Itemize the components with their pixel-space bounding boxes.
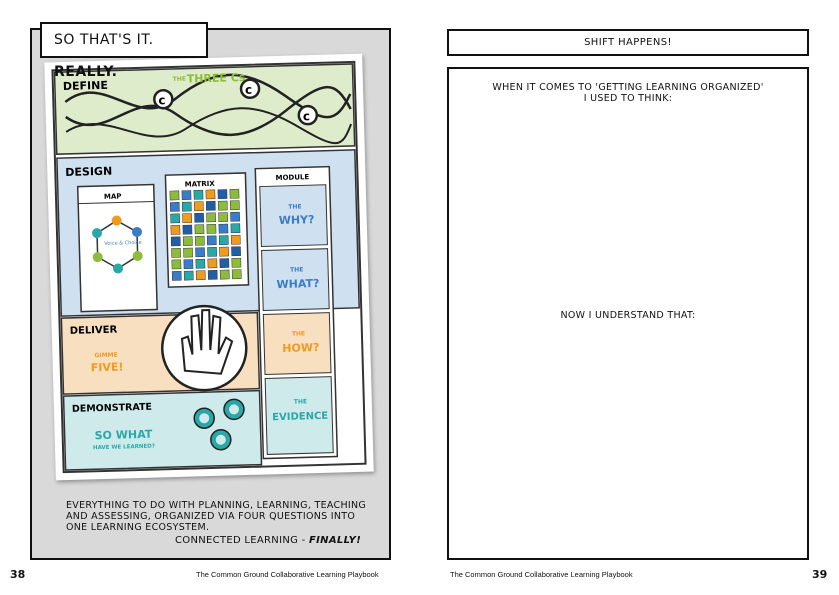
matrix-cell xyxy=(171,271,182,281)
matrix-cell xyxy=(195,247,205,258)
matrix-cell xyxy=(169,190,180,201)
matrix-cell xyxy=(231,269,242,280)
define-label: DEFINE xyxy=(63,79,108,93)
matrix-cell xyxy=(205,201,216,211)
matrix-cell xyxy=(195,270,206,281)
matrix-cell xyxy=(231,246,241,257)
deliver-label: DELIVER xyxy=(70,325,118,337)
matrix-cell xyxy=(171,248,181,258)
page-title: SO THAT'S IT. REALLY. xyxy=(40,22,208,80)
matrix-cell xyxy=(217,200,228,211)
matrix-cell xyxy=(205,189,216,200)
matrix-grid xyxy=(169,188,242,281)
matrix-cell xyxy=(194,235,205,246)
matrix-cell xyxy=(206,212,216,223)
title-prefix: SO THAT'S IT. xyxy=(54,32,154,48)
gimme-small: GIMME xyxy=(94,352,117,360)
prompt-1-line2: I USED TO THINK: xyxy=(583,93,673,104)
poster-illustration: c c c DEFINE THE THREE Cs DESIGN MAP Voi… xyxy=(51,60,367,474)
matrix-cell xyxy=(183,270,194,281)
matrix-cell xyxy=(207,270,218,280)
three-cs-title: THREE Cs xyxy=(187,71,246,86)
tagline: CONNECTED LEARNING - FINALLY! xyxy=(175,535,361,546)
three-cs-small: THE xyxy=(173,76,186,83)
matrix-cell xyxy=(206,235,217,246)
matrix-cell xyxy=(217,189,228,199)
title-emphasis: REALLY. xyxy=(54,64,118,80)
matrix-cell xyxy=(206,224,217,234)
matrix-cell xyxy=(183,259,194,269)
matrix-cell xyxy=(183,247,193,258)
matrix-cell xyxy=(182,224,193,235)
left-page-number: 38 xyxy=(10,568,26,581)
matrix-cell xyxy=(207,247,217,257)
matrix-cell xyxy=(230,211,240,222)
matrix-cell xyxy=(229,200,240,211)
tagline-prefix: CONNECTED LEARNING - xyxy=(175,535,306,546)
what-label: WHAT? xyxy=(276,277,319,291)
evidence-small: THE xyxy=(294,398,307,405)
matrix-cell xyxy=(207,258,218,269)
matrix-cell xyxy=(170,236,181,247)
matrix-cell xyxy=(230,234,241,245)
left-footer: The Common Ground Collaborative Learning… xyxy=(196,570,379,579)
how-label: HOW? xyxy=(282,341,319,355)
matrix-cell xyxy=(181,190,192,200)
matrix-cell xyxy=(182,236,193,246)
shift-heading: SHIFT HAPPENS! xyxy=(447,29,809,56)
matrix-cell xyxy=(193,189,204,200)
matrix-cell xyxy=(193,201,204,212)
svg-text:c: c xyxy=(303,109,311,123)
matrix-cell xyxy=(231,257,242,268)
matrix-cell xyxy=(218,223,229,234)
matrix-cell xyxy=(230,223,241,234)
what-small: THE xyxy=(290,266,303,273)
matrix-label: MATRIX xyxy=(185,180,216,189)
connected-learning-poster: c c c DEFINE THE THREE Cs DESIGN MAP Voi… xyxy=(44,53,374,481)
poster-caption: EVERYTHING TO DO WITH PLANNING, LEARNING… xyxy=(66,500,367,533)
matrix-cell xyxy=(219,269,230,280)
so-what-label: SO WHAT xyxy=(94,428,152,443)
module-label: MODULE xyxy=(275,173,309,182)
matrix-cell xyxy=(219,246,229,257)
matrix-cell xyxy=(171,259,182,270)
matrix-cell xyxy=(194,224,205,235)
matrix-cell xyxy=(170,225,181,235)
why-small: THE xyxy=(288,203,301,210)
svg-text:c: c xyxy=(245,83,253,97)
why-label: WHY? xyxy=(279,213,315,227)
demonstrate-label: DEMONSTRATE xyxy=(72,402,152,415)
evidence-label: EVIDENCE xyxy=(272,411,328,424)
tagline-emphasis: FINALLY! xyxy=(309,535,362,546)
right-page-number: 39 xyxy=(812,568,828,581)
so-what-subtitle: HAVE WE LEARNED? xyxy=(93,444,155,452)
map-center-label: Voice & Choice xyxy=(104,240,141,247)
matrix-cell xyxy=(182,213,193,223)
design-label: DESIGN xyxy=(65,165,112,179)
matrix-cell xyxy=(229,188,240,199)
matrix-cell xyxy=(218,212,228,222)
matrix-cell xyxy=(170,213,181,224)
svg-text:c: c xyxy=(158,93,166,107)
matrix-cell xyxy=(194,212,205,223)
map-label: MAP xyxy=(104,192,122,200)
matrix-cell xyxy=(219,258,230,268)
used-to-think-prompt: WHEN IT COMES TO 'GETTING LEARNING ORGAN… xyxy=(447,82,809,104)
matrix-cell xyxy=(181,201,192,212)
matrix-cell xyxy=(169,202,180,212)
now-understand-prompt: NOW I UNDERSTAND THAT: xyxy=(560,310,696,321)
prompt-1-line1: WHEN IT COMES TO 'GETTING LEARNING ORGAN… xyxy=(492,82,764,93)
five-label: FIVE! xyxy=(91,360,124,374)
how-small: THE xyxy=(292,330,305,337)
reflection-panel xyxy=(447,67,809,560)
matrix-cell xyxy=(195,258,206,269)
right-footer: The Common Ground Collaborative Learning… xyxy=(450,570,633,579)
matrix-cell xyxy=(218,235,229,245)
